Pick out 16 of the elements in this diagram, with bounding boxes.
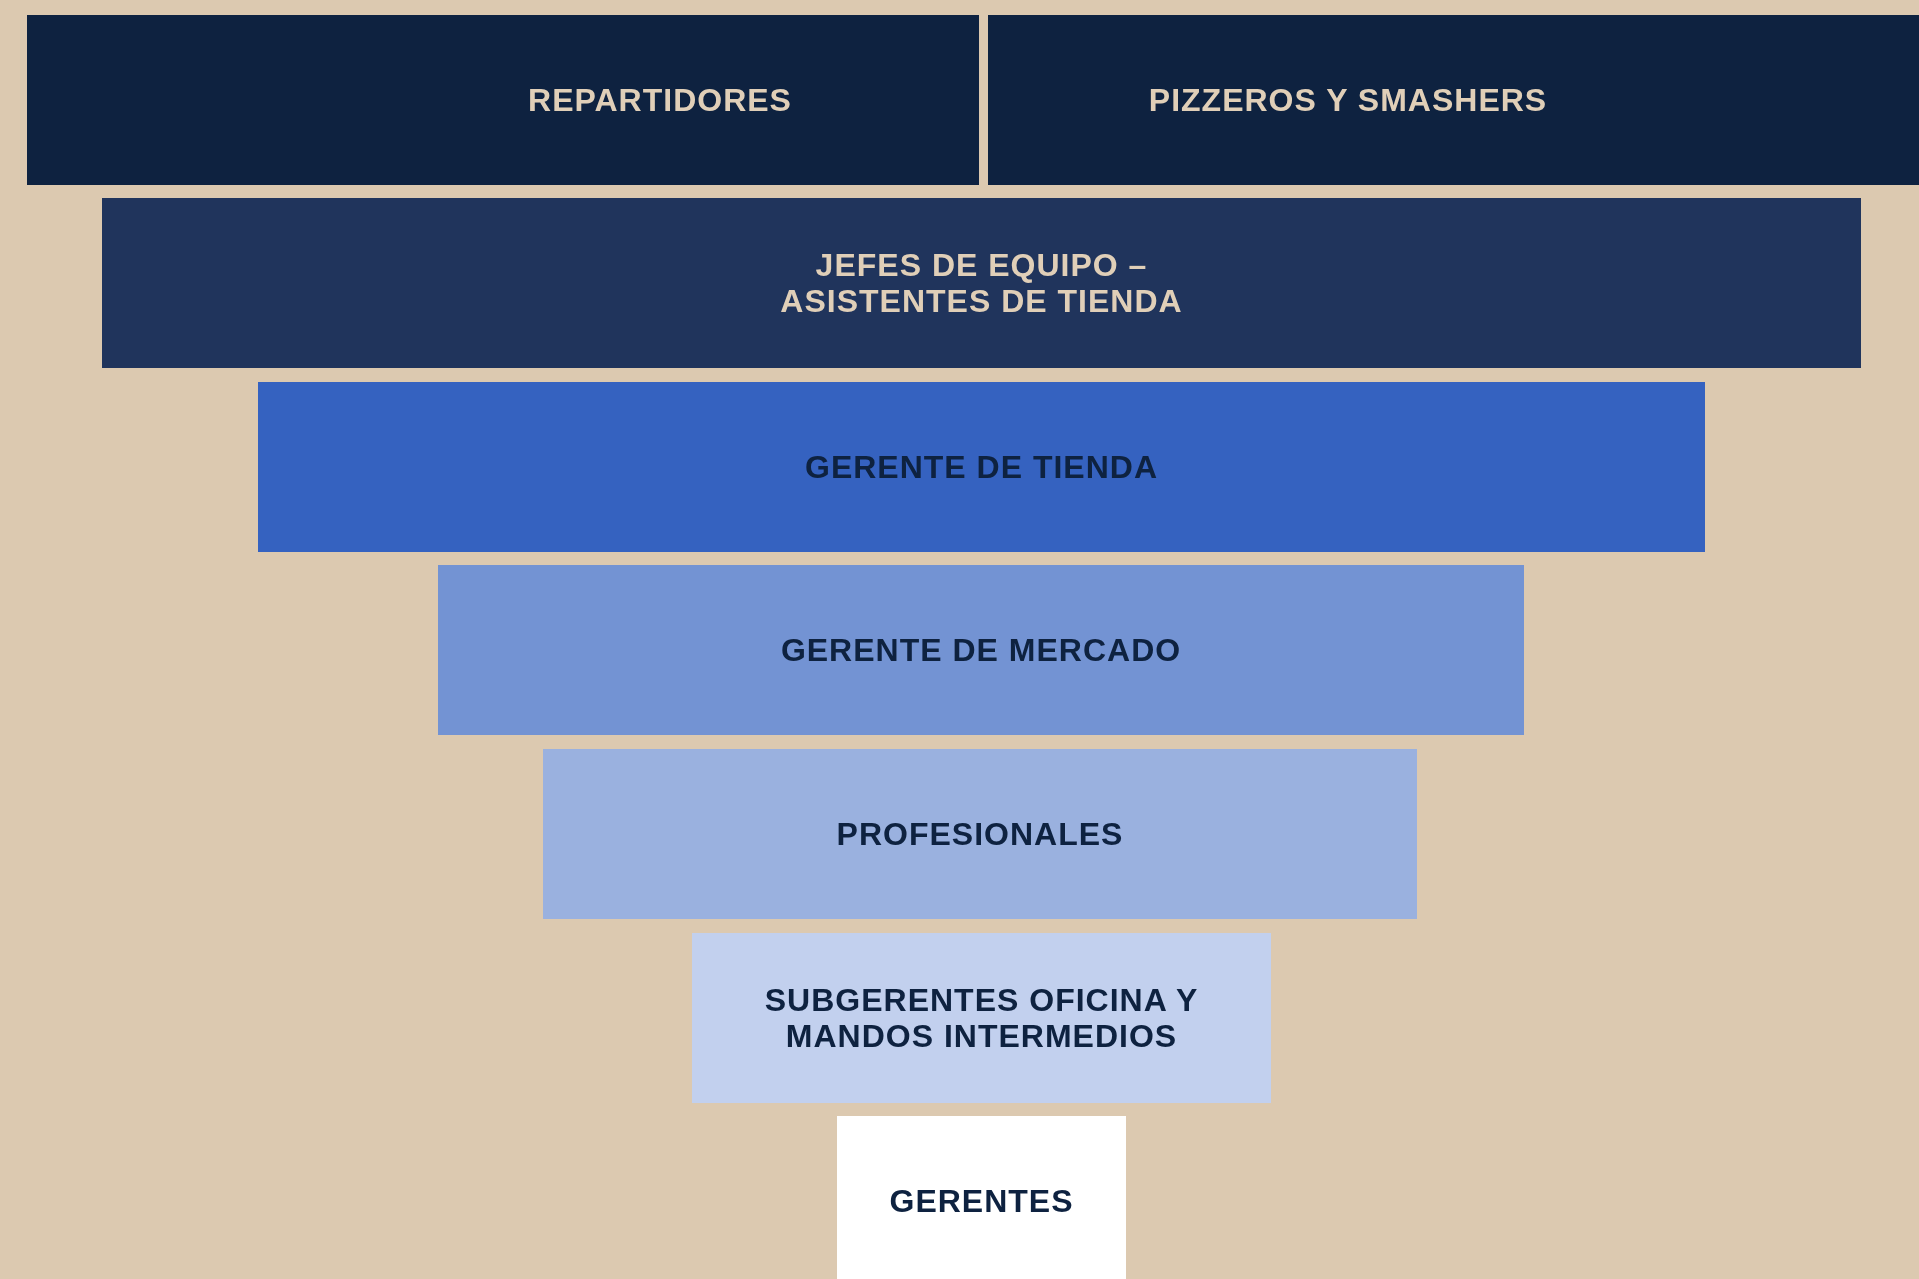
tier-bar [27,15,979,185]
tier-label: SUBGERENTES OFICINA Y MANDOS INTERMEDIOS [763,982,1200,1054]
tier-bar [102,198,1861,368]
tier-label: JEFES DE EQUIPO – ASISTENTES DE TIENDA [779,247,1184,319]
tier-label: REPARTIDORES [528,82,792,118]
tier-label: GERENTE DE MERCADO [780,632,1182,668]
tier-label: PIZZEROS Y SMASHERS [1148,82,1548,118]
tier-bar [988,15,1919,185]
tier-label: GERENTE DE TIENDA [805,449,1158,485]
tier-bar [258,382,1705,552]
tier-bar [438,565,1524,735]
tier-bar [837,1116,1126,1279]
tier-bar [543,749,1417,919]
tier-label: PROFESIONALES [836,816,1124,852]
tier-bar [692,933,1271,1103]
tier-label: GERENTES [889,1183,1074,1219]
